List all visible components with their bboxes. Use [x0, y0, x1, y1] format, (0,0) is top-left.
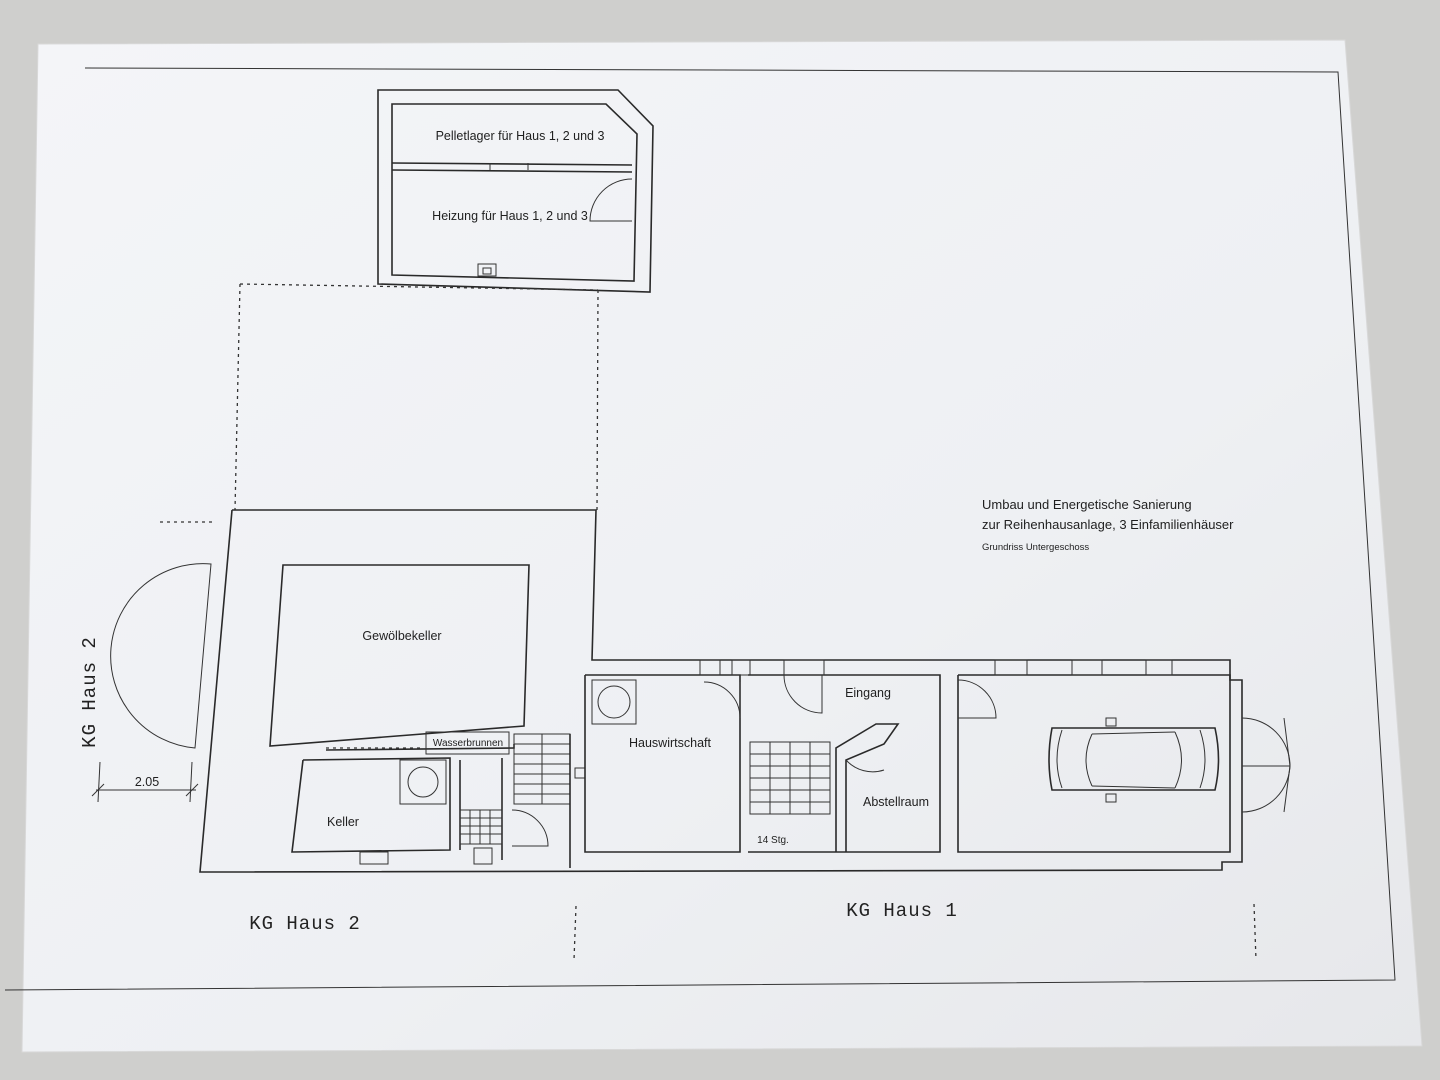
dimension-line	[91, 761, 199, 803]
label-gewoelbekeller: Gewölbekeller	[362, 629, 441, 643]
room-gewoelbekeller	[269, 564, 530, 747]
title-line-1: Umbau und Energetische Sanierung	[982, 497, 1192, 512]
boiler-building	[377, 89, 654, 293]
label-wasserbrunnen: Wasserbrunnen	[433, 738, 503, 749]
label-kg-haus-1-bottom: KG Haus 1	[846, 900, 958, 922]
label-heizung: Heizung für Haus 1, 2 und 3	[432, 209, 588, 223]
haus-1-interior	[584, 659, 1231, 853]
label-pelletlager: Pelletlager für Haus 1, 2 und 3	[436, 129, 605, 143]
title-line-3: Grundriss Untergeschoss	[982, 542, 1089, 553]
label-keller: Keller	[327, 815, 359, 829]
title-line-2: zur Reihenhausanlage, 3 Einfamilienhäuse…	[982, 517, 1234, 532]
label-eingang: Eingang	[845, 686, 891, 700]
label-dimension: 2.05	[135, 775, 159, 789]
car-symbol	[1048, 717, 1220, 803]
label-abstellraum: Abstellraum	[863, 795, 929, 809]
divider-tick-right	[1253, 903, 1257, 961]
paper-sheet	[21, 39, 1423, 1053]
garage-doors	[1241, 717, 1291, 813]
stairs-keller	[459, 809, 549, 847]
haus-2-outline	[199, 509, 1243, 873]
divider-tick-left	[573, 905, 577, 961]
label-kg-haus-2-side: KG Haus 2	[79, 636, 101, 748]
label-stairs-count: 14 Stg.	[757, 835, 789, 846]
label-hauswirtschaft: Hauswirtschaft	[629, 736, 711, 750]
terrace-arc	[110, 563, 212, 749]
drawing-frame	[4, 67, 1396, 991]
label-kg-haus-2-bottom: KG Haus 2	[249, 913, 361, 935]
courtyard-outline	[160, 283, 599, 523]
stairs-main	[513, 733, 586, 868]
